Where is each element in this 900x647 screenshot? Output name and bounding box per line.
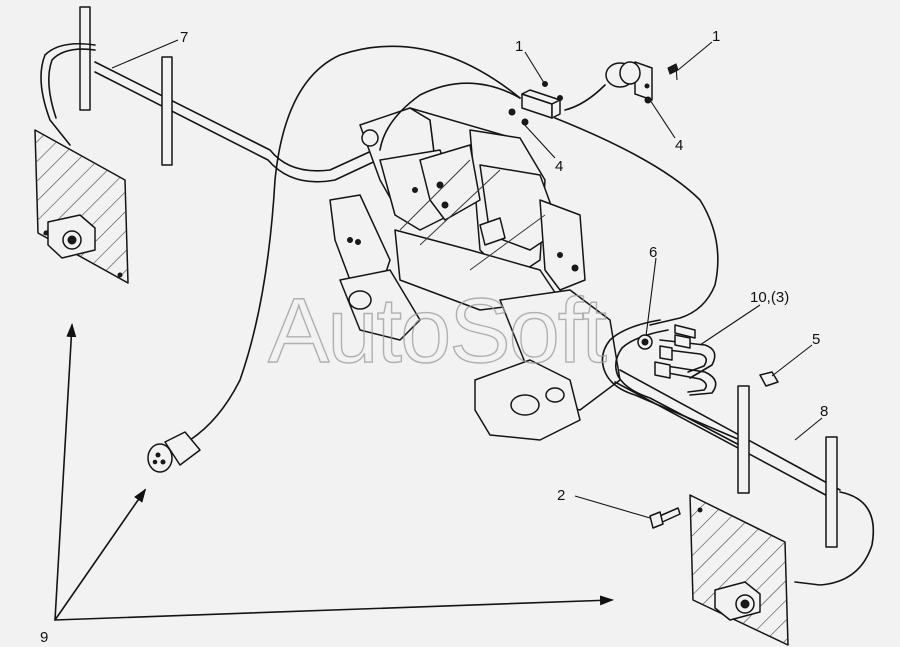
callout-2: 2 — [557, 487, 565, 504]
callout-5: 5 — [812, 331, 820, 348]
callout-10-3: 10,(3) — [750, 289, 789, 306]
hitch-frame — [329, 107, 621, 441]
lamp-plate-right — [689, 494, 789, 646]
lamp-plate-left — [34, 129, 129, 284]
light-bar-rear-right — [614, 369, 874, 586]
light-bar-rear-left — [40, 6, 383, 183]
leader-lines — [111, 39, 823, 519]
callout-9: 9 — [40, 629, 48, 646]
callout-7: 7 — [180, 29, 188, 46]
callout-4-left: 4 — [555, 158, 563, 175]
callout-6: 6 — [649, 244, 657, 261]
callout-4-right: 4 — [675, 137, 683, 154]
callout-8: 8 — [820, 403, 828, 420]
junction-box — [508, 81, 563, 126]
marker-lamp — [605, 61, 679, 104]
plug-connector — [147, 431, 201, 473]
callout-1-left: 1 — [515, 38, 523, 55]
callout-1-right: 1 — [712, 28, 720, 45]
u-bolt-assembly — [637, 324, 717, 396]
arrows-part-9 — [54, 323, 614, 621]
bolt-part-2 — [649, 507, 681, 529]
wiring-harness — [189, 45, 746, 449]
callout-labels: 7 1 1 4 4 6 10,(3) 5 8 2 9 — [40, 28, 828, 646]
watermark: AutoSoft — [268, 280, 606, 382]
